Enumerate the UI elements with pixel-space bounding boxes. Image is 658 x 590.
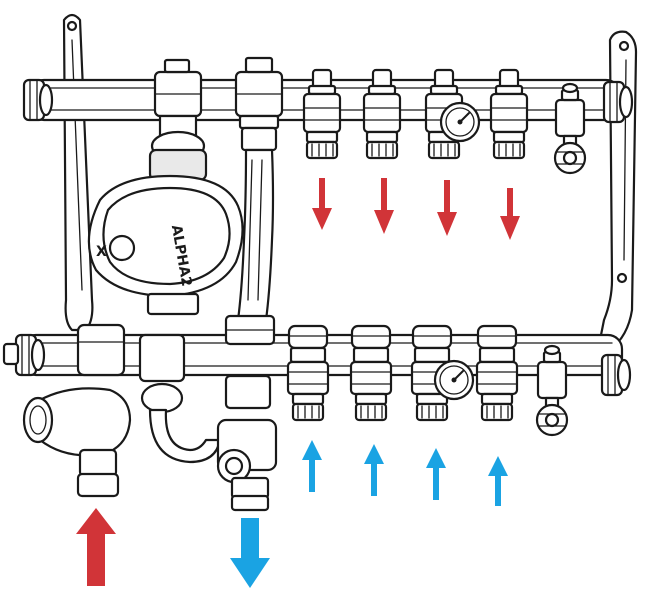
bypass-return-valve [216, 314, 278, 512]
main-supply-inlet-arrow [76, 508, 116, 586]
pump-return-connector [138, 333, 222, 464]
return-inlet-arrows [302, 440, 508, 506]
return-arrow-2 [364, 444, 384, 496]
supply-arrow-2 [374, 178, 394, 234]
main-return-outlet-arrow [230, 518, 270, 588]
supply-outlet-arrows [312, 178, 520, 240]
supply-end-cap-right [602, 80, 634, 124]
supply-fitting-bypass [234, 56, 284, 152]
supply-fitting-pump [150, 58, 206, 162]
supply-arrow-3 [437, 180, 457, 236]
mixing-valve [22, 323, 132, 498]
supply-arrow-4 [500, 188, 520, 240]
return-end-cap-left [14, 333, 46, 377]
return-valve-2 [349, 324, 393, 422]
return-valve-4 [475, 324, 519, 422]
supply-arrow-1 [312, 178, 332, 230]
return-temperature-gauge [433, 359, 475, 401]
pump-status-led [108, 234, 136, 262]
supply-end-cap-left [22, 78, 54, 122]
mounting-bracket-left [62, 13, 94, 332]
circulation-pump: X ALPHA2 [87, 148, 244, 316]
return-arrow-4 [488, 456, 508, 506]
return-valve-1 [286, 324, 330, 422]
return-end-cap-right [600, 353, 632, 397]
return-arrow-3 [426, 448, 446, 500]
supply-temperature-gauge [439, 101, 481, 143]
pump-logo: X [96, 244, 107, 260]
return-arrow-1 [302, 440, 322, 492]
